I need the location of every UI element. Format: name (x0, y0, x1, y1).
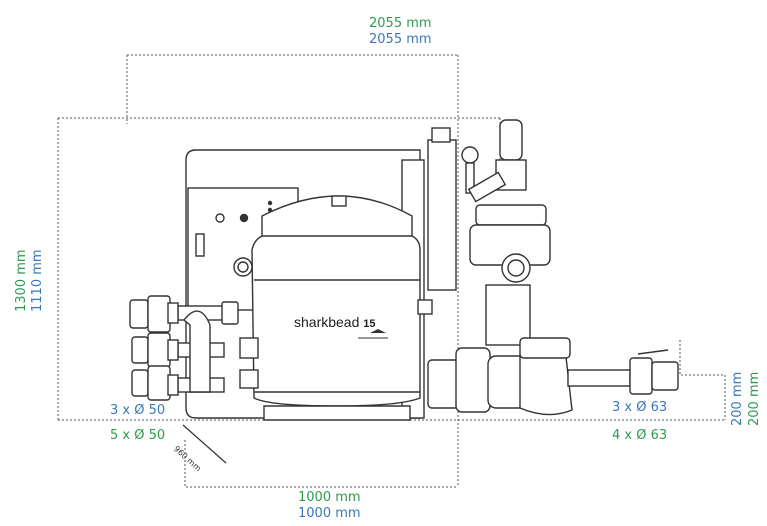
right-ports-green: 4 x Ø 63 (612, 428, 668, 443)
right-valve (629, 357, 653, 395)
power-switch-icon (215, 213, 225, 223)
display-slot (195, 233, 205, 257)
right-ports-blue: 3 x Ø 63 (612, 400, 668, 415)
side-height-frame (679, 340, 726, 420)
outer-width-frame (126, 54, 459, 487)
side-height-label-blue: 200 mm (730, 371, 745, 426)
model-number: 15 (363, 318, 376, 330)
side-height-label-green: 200 mm (747, 371, 762, 426)
height-label-blue: 1110 mm (30, 249, 45, 312)
brand-label: sharkbead 15 (294, 314, 376, 330)
depth-frame (184, 440, 458, 488)
width-label-green: 2055 mm (369, 16, 432, 31)
pump-motor (455, 347, 491, 413)
height-label-green: 1300 mm (14, 249, 29, 312)
uv-lamp (427, 139, 457, 291)
width-label-blue: 2055 mm (369, 32, 432, 47)
brand-name: sharkbead (294, 314, 360, 330)
filter-tank (251, 235, 421, 407)
logo-mark (358, 329, 388, 339)
left-ports-blue: 3 x Ø 50 (110, 403, 166, 418)
left-ports-green: 5 x Ø 50 (110, 428, 166, 443)
depth-label-blue: 1000 mm (298, 506, 361, 521)
left-valves (129, 295, 179, 401)
pressure-gauge (461, 146, 479, 164)
indicator-light (239, 213, 249, 223)
machine (129, 119, 679, 421)
depth-label-green: 1000 mm (298, 490, 361, 505)
diagonal-line (182, 424, 227, 464)
